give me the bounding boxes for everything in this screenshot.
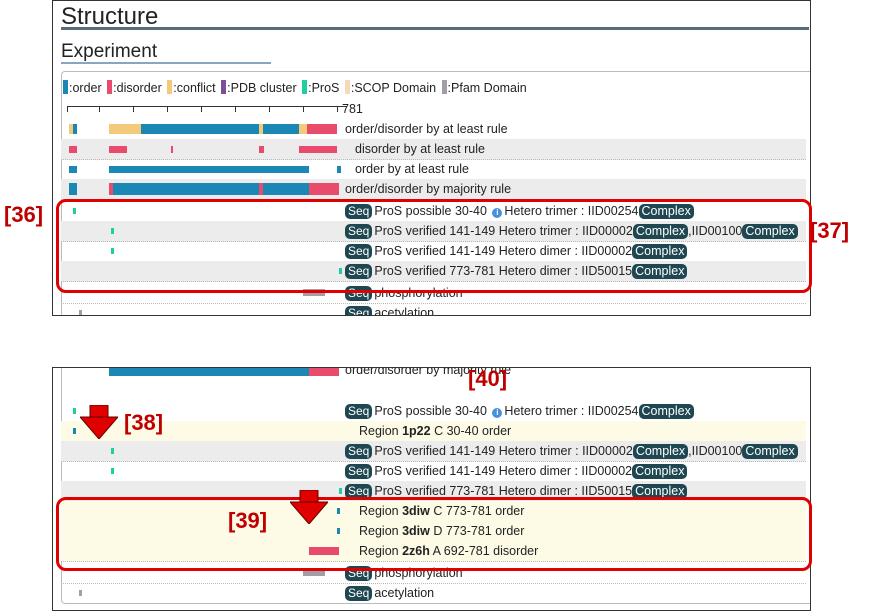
pdb-id-link[interactable]: 3diw <box>402 524 430 538</box>
legend-scop-domain: :SCOP Domain <box>344 80 436 95</box>
track-row: order by at least rule <box>61 159 806 180</box>
legend: :order :disorder :conflict :PDB cluster … <box>63 80 529 95</box>
seq-button[interactable]: Seq <box>345 306 373 315</box>
axis-tick <box>303 106 304 112</box>
track-label: order by at least rule <box>355 162 469 176</box>
legend-pfam-domain: :Pfam Domain <box>441 80 527 95</box>
region-label: Region 1p22 C 30-40 order <box>359 424 512 438</box>
pdb-id-link[interactable]: 2z6h <box>402 544 430 558</box>
axis-tick <box>235 106 236 112</box>
callout-39: [39] <box>228 508 268 533</box>
structure-heading-underline <box>61 27 809 30</box>
legend-pdb-cluster: :PDB cluster <box>221 80 297 95</box>
highlight-box-region-rows <box>56 497 812 571</box>
down-arrow-icon <box>290 490 328 524</box>
region-row: Region 1p22 C 30-40 order <box>61 421 806 442</box>
complex-button[interactable]: Complex <box>742 444 798 459</box>
seq-button[interactable]: Seq <box>345 264 373 279</box>
experiment-heading-underline <box>61 62 271 64</box>
complex-button[interactable]: Complex <box>742 224 798 239</box>
legend-disorder: :disorder <box>107 80 162 95</box>
seq-button[interactable]: Seq <box>345 224 373 239</box>
track-row: order/disorder by majority rule <box>61 367 806 380</box>
info-icon[interactable]: i <box>492 208 503 218</box>
complex-button[interactable]: Complex <box>632 444 689 459</box>
info-icon[interactable]: i <box>492 408 503 418</box>
seq-button[interactable]: Seq <box>345 444 373 459</box>
down-arrow-icon <box>80 405 118 439</box>
track-row: order/disorder by at least rule <box>61 119 806 140</box>
seq-button[interactable]: Seq <box>345 586 373 601</box>
callout-37: [37] <box>810 218 850 243</box>
axis-tick <box>67 106 68 112</box>
axis-tick <box>167 106 168 112</box>
axis-tick <box>99 106 100 112</box>
track-label: order/disorder by majority rule <box>345 182 512 196</box>
complex-button[interactable]: Complex <box>632 464 688 479</box>
experiment-heading: Experiment <box>61 41 158 62</box>
region-label: Region 3diw D 773-781 order <box>359 524 525 538</box>
track-label: order/disorder by at least rule <box>345 122 508 136</box>
highlight-box-pros-rows <box>56 199 812 293</box>
axis-end-label: 781 <box>342 102 363 116</box>
region-row: Region 2z6h A 692-781 disorder <box>61 541 806 562</box>
pdb-id-link[interactable]: 3diw <box>402 504 430 518</box>
callout-38: [38] <box>124 410 164 435</box>
region-label: Region 3diw C 773-781 order <box>359 504 525 518</box>
structure-panel-top: Structure Experiment :order :disorder :c… <box>52 0 811 316</box>
track-row: order/disorder by majority rule <box>61 179 806 200</box>
axis-tick <box>133 106 134 112</box>
complex-button[interactable]: Complex <box>632 264 688 279</box>
callout-40: [40] <box>468 366 508 391</box>
sequence-axis <box>67 106 347 107</box>
callout-36: [36] <box>4 202 44 227</box>
axis-tick <box>337 106 338 112</box>
seq-button[interactable]: Seq <box>345 286 373 301</box>
complex-button[interactable]: Complex <box>638 204 694 219</box>
legend-conflict: :conflict <box>167 80 216 95</box>
pdb-id-link[interactable]: 1p22 <box>402 424 431 438</box>
axis-tick <box>269 106 270 112</box>
legend-order: :order <box>63 80 102 95</box>
complex-button[interactable]: Complex <box>632 224 689 239</box>
complex-button[interactable]: Complex <box>632 244 688 259</box>
seq-button[interactable]: Seq <box>345 464 373 479</box>
seq-button[interactable]: Seq <box>345 244 373 259</box>
seq-button[interactable]: Seq <box>345 484 373 499</box>
track-label: disorder by at least rule <box>355 142 485 156</box>
track-row: disorder by at least rule <box>61 139 806 160</box>
complex-button[interactable]: Complex <box>632 484 688 499</box>
legend-pros: :ProS <box>302 80 339 95</box>
region-label: Region 2z6h A 692-781 disorder <box>359 544 539 558</box>
seq-button[interactable]: Seq <box>345 204 373 219</box>
axis-tick <box>201 106 202 112</box>
complex-button[interactable]: Complex <box>638 404 694 419</box>
structure-heading: Structure <box>61 3 159 30</box>
seq-button[interactable]: Seq <box>345 404 373 419</box>
track-label: order/disorder by majority rule <box>345 367 512 377</box>
